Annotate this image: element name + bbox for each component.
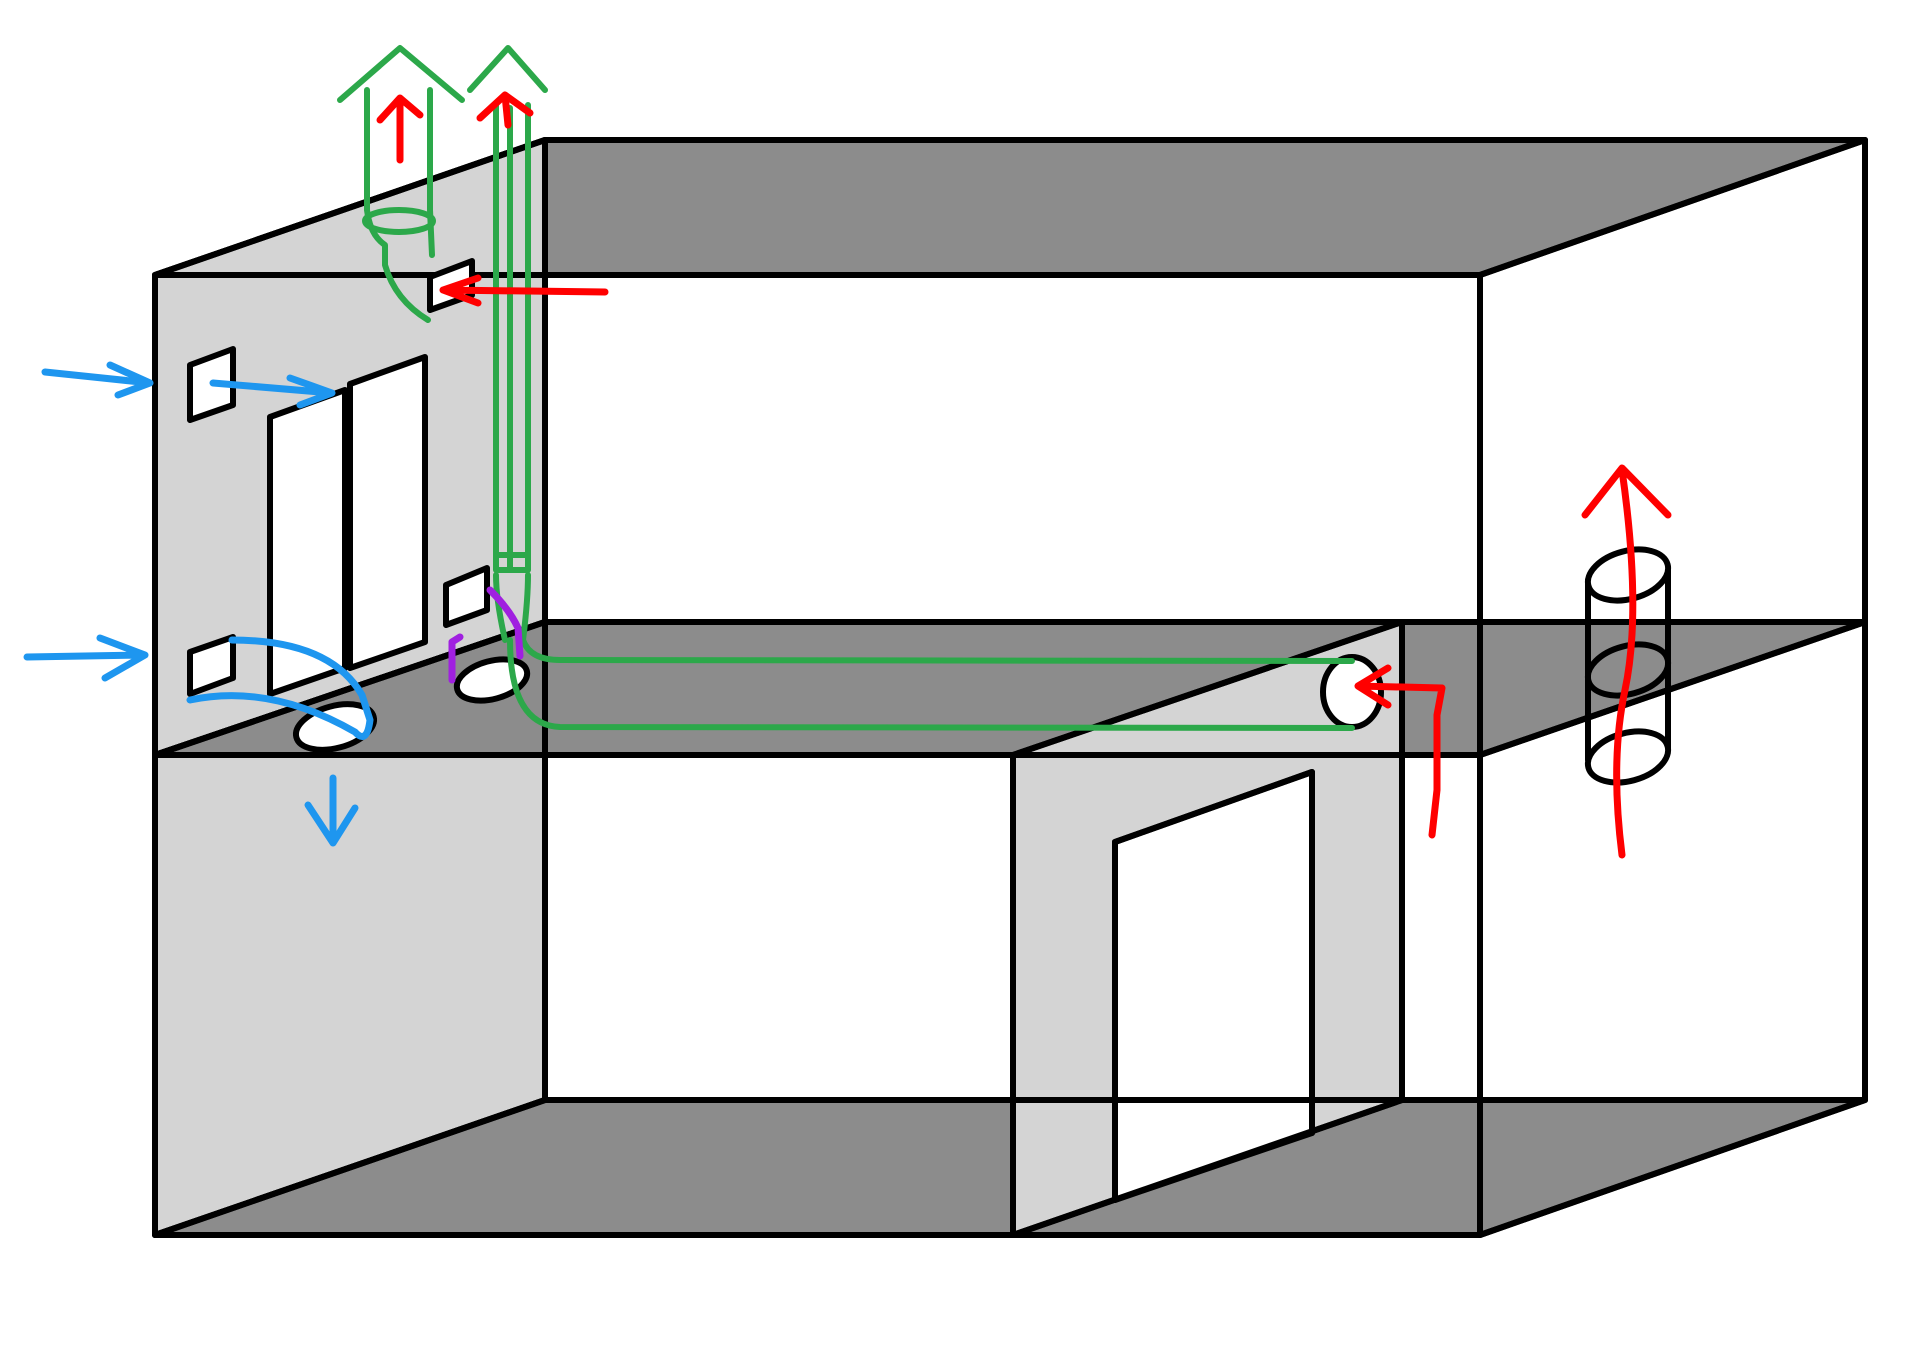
warm-air-arrow-into-duct [1354, 664, 1446, 839]
depth-mid-left [152, 619, 548, 758]
duct-riser-outlet-arrow [467, 45, 548, 93]
depth-top-left [152, 137, 548, 278]
fresh-air-arrow-upper-outside [41, 361, 154, 399]
depth-mid-right [1477, 619, 1868, 758]
duct-seals [448, 586, 524, 684]
warm-air-arrow-left-stack [376, 94, 424, 164]
fresh-air-arrow-upper-inside [209, 374, 336, 409]
extract-grille-lower [443, 565, 490, 628]
vertical-shaft-cylinder [1584, 546, 1672, 786]
depth-bottom-left [152, 1097, 548, 1238]
seal-left [448, 633, 464, 684]
fresh-air-arrow-lower-outside [23, 634, 149, 682]
seal-right [486, 586, 524, 660]
depth-bottom-right [1477, 1097, 1868, 1238]
duct-vertical-riser [493, 102, 531, 573]
warm-air-arrow-extract-grille [439, 274, 609, 307]
fresh-air-curve-lower [186, 636, 374, 740]
exhaust-duct [337, 45, 1355, 731]
shaft-middle-ring [1584, 641, 1672, 699]
duct-horizontal-run [507, 637, 1355, 731]
window-right [347, 354, 428, 671]
duct-left-stack-ring [362, 207, 436, 235]
partition-outline [1010, 619, 1405, 1238]
inlet-vent-lower [187, 634, 236, 697]
duct-left-stack-arrow [337, 45, 465, 103]
partition-doorway [1112, 769, 1315, 1203]
warm-air-arrow-shaft [1581, 464, 1672, 859]
fresh-air-arrow-down [304, 774, 359, 847]
warm-air-arrows [376, 91, 1672, 859]
warm-air-arrow-riser [476, 91, 534, 129]
building-outlines [152, 137, 1868, 1238]
duct-left-stack [364, 87, 435, 323]
depth-top-right [1477, 137, 1868, 278]
shaft-bottom-ring [1584, 728, 1672, 786]
fresh-air-arrows [23, 361, 374, 847]
doorway-outline [1112, 769, 1315, 1203]
